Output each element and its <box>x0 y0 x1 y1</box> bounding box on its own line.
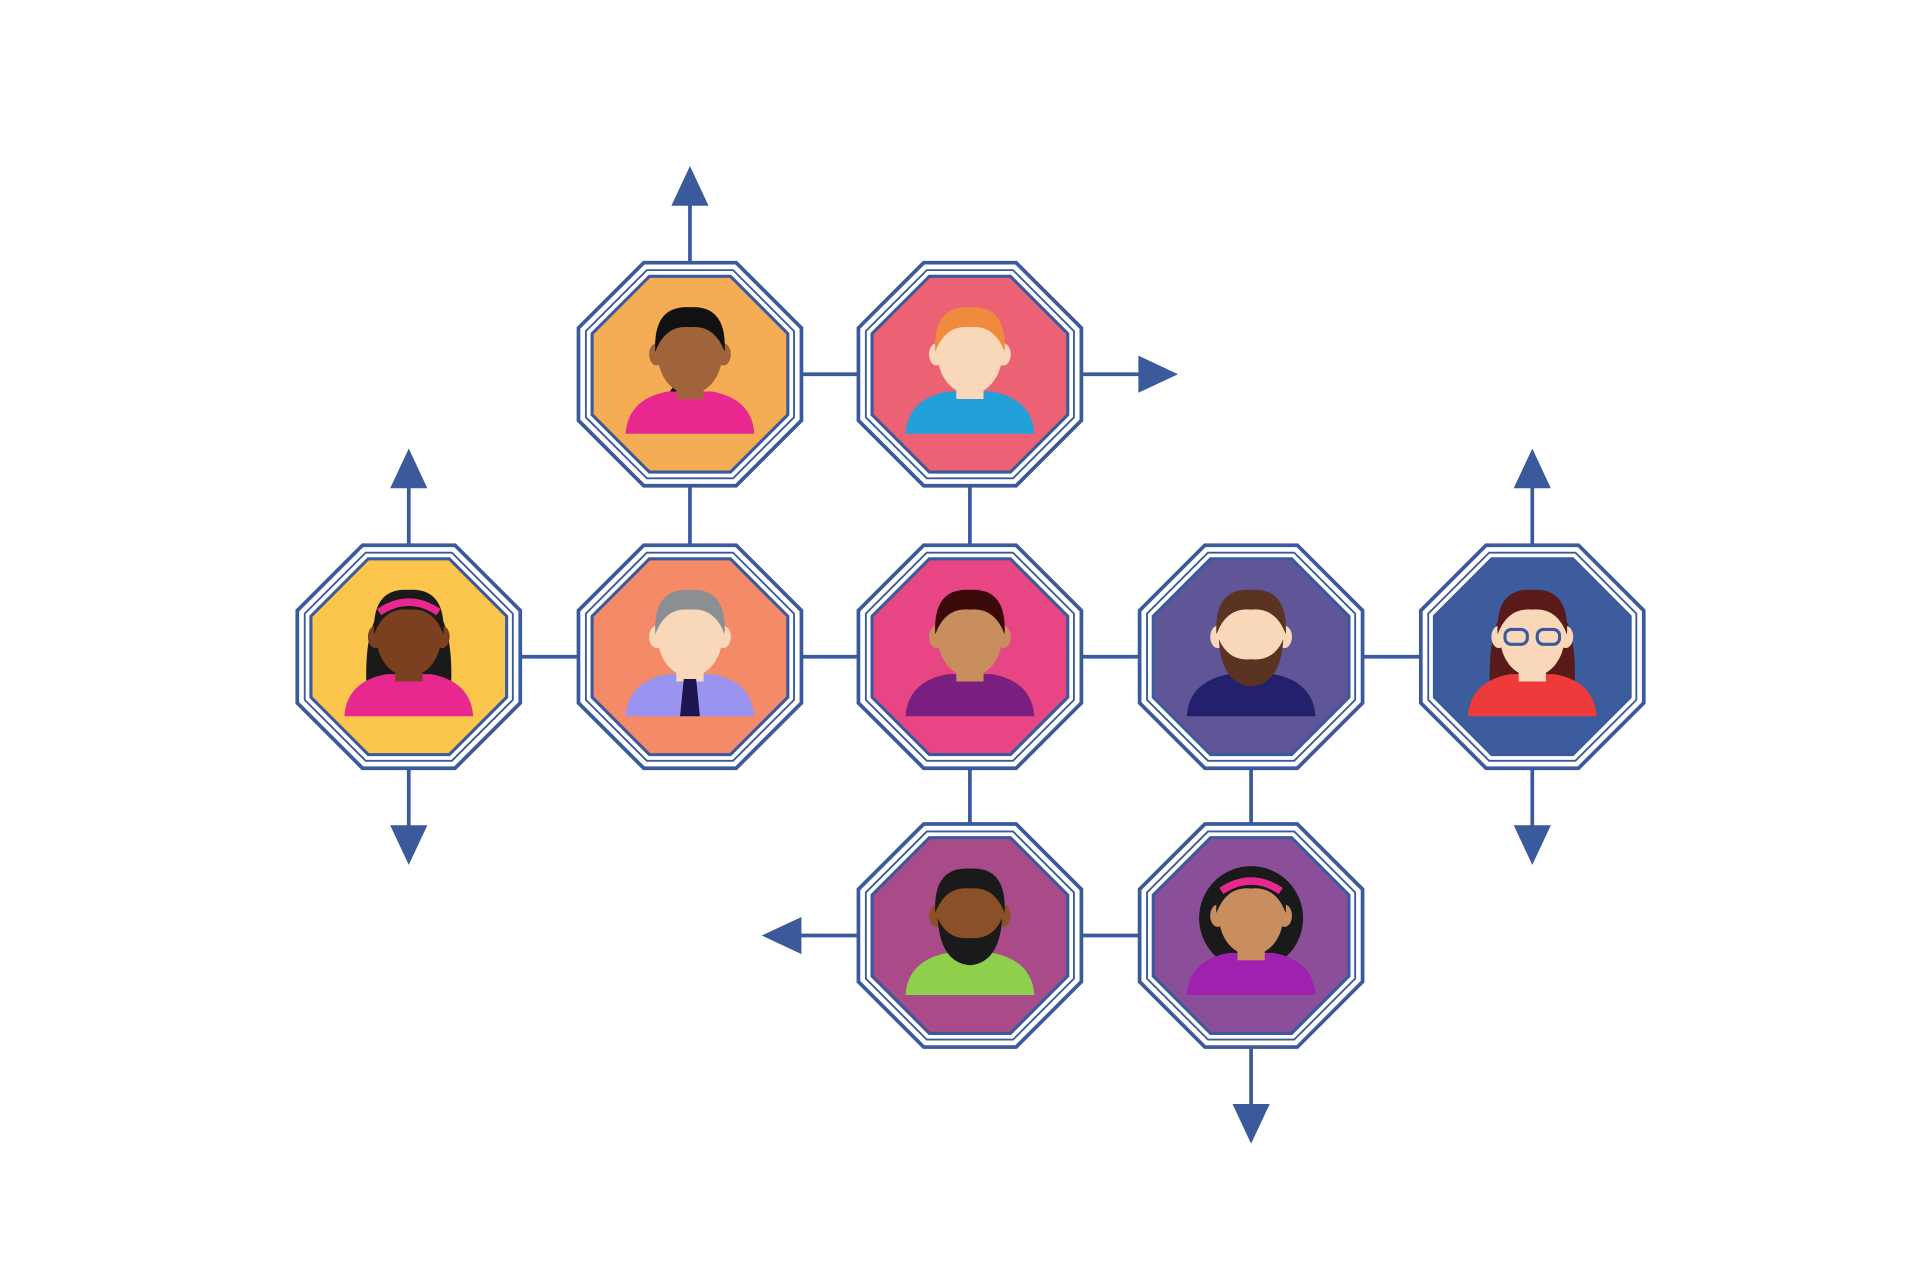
person-node-e <box>856 543 1084 771</box>
avatar-icon <box>1467 589 1597 717</box>
avatar-icon <box>344 589 474 717</box>
person-node-a <box>576 260 804 488</box>
avatar-icon <box>625 307 755 434</box>
avatar-icon <box>1186 866 1316 996</box>
avatar-icon <box>1186 589 1316 717</box>
person-node-g <box>1418 543 1646 771</box>
person-node-b <box>856 260 1084 488</box>
person-node-d <box>576 543 804 771</box>
avatar-icon <box>905 589 1035 717</box>
avatar-icon <box>625 589 755 717</box>
person-node-c <box>295 543 523 771</box>
person-node-i <box>1137 822 1365 1049</box>
avatar-icon <box>905 868 1035 996</box>
avatar-icon <box>905 307 1035 434</box>
person-node-h <box>856 822 1084 1049</box>
person-node-f <box>1137 543 1365 771</box>
